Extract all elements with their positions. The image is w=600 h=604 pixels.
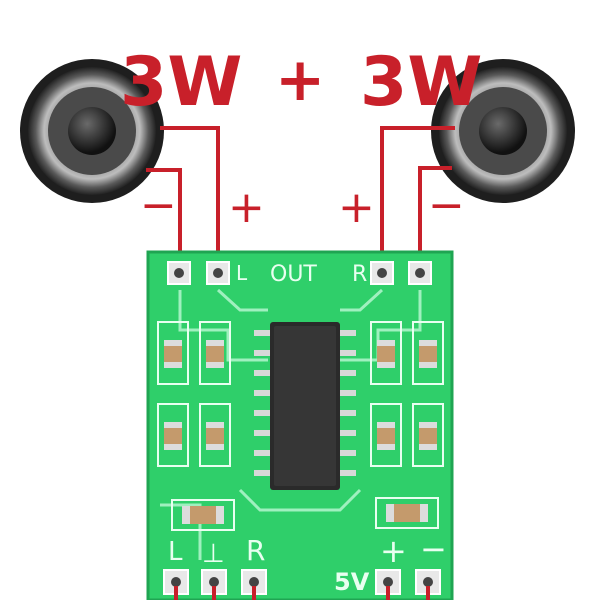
top-pads [167, 261, 432, 285]
left-minus-label: − [140, 180, 177, 231]
right-plus-label: + [338, 182, 375, 233]
amplifier-ic-chip [254, 322, 356, 490]
left-speaker [20, 59, 164, 203]
pad-plus-label: + [380, 532, 407, 570]
amplifier-board: L OUT R [146, 250, 454, 602]
left-plus-label: + [228, 182, 265, 233]
pad-r-label: R [246, 534, 265, 567]
pad-gnd-label: ⊥ [202, 539, 225, 569]
plus-label: + [275, 45, 325, 115]
board-out-label: OUT [270, 262, 317, 287]
board-r-label: R [352, 262, 367, 287]
smd-components [164, 340, 437, 524]
input-wires [174, 586, 430, 600]
pad-l-label: L [168, 537, 183, 567]
pad-5v-label: 5V [334, 568, 370, 596]
left-power-label: 3W [120, 43, 242, 122]
right-speaker [431, 59, 575, 203]
board-l-label: L [236, 261, 248, 285]
pcb-traces [160, 288, 422, 560]
speaker-wires [146, 126, 455, 272]
right-minus-label: − [428, 180, 465, 231]
silkscreen-outlines [157, 321, 444, 531]
right-power-label: 3W [360, 43, 482, 122]
pad-minus-label: − [420, 530, 447, 568]
